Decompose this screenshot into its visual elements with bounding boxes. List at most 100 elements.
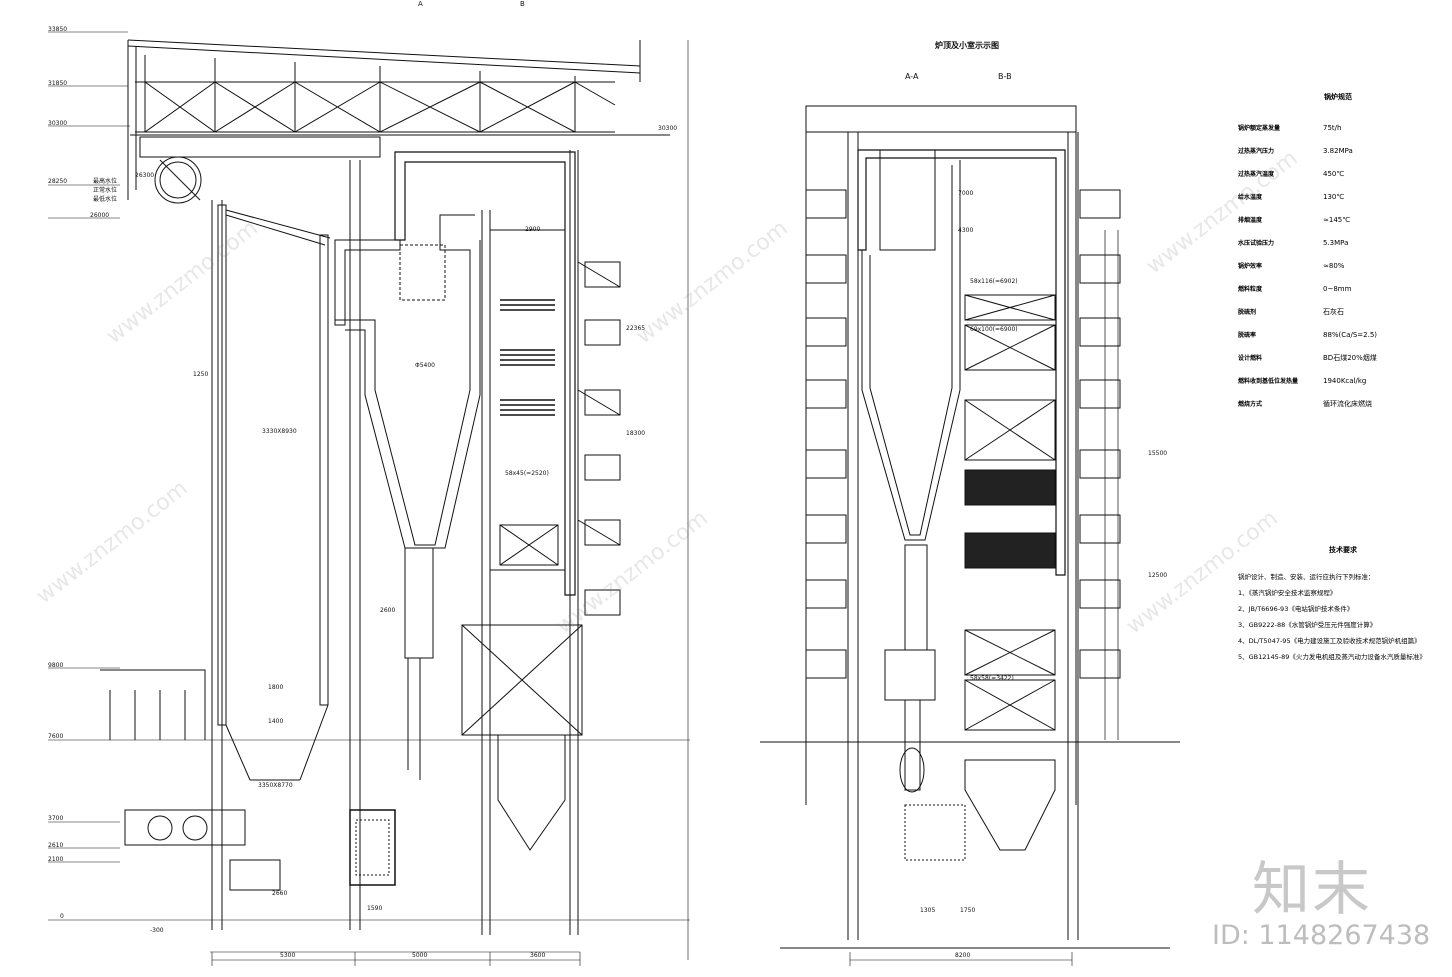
backpass-right [904,294,1056,861]
right-section-view [760,105,1180,949]
dim-label: 2900 [525,226,541,233]
tech-title: 技术要求 [1329,546,1357,554]
spec-name: 锅炉效率 [1238,263,1263,270]
elevation-label: 26000 [90,212,110,219]
spec-name: 水压试验压力 [1238,240,1275,247]
spec-row: 锅炉效率≈80% [1238,254,1438,277]
section-aa-label: A-A [905,72,919,81]
bottom-dim: 3600 [530,952,546,959]
water-level-label: 正常水位 [93,187,118,194]
tech-item: 1、《蒸汽锅炉安全技术监察规程》 [1238,589,1337,597]
spec-name: 燃烧方式 [1238,401,1263,408]
bottom-dim: 5000 [412,952,428,959]
spec-value: ≈145℃ [1323,215,1351,224]
steam-drum [139,136,381,204]
spec-value: 88%(Ca/S=2.5) [1323,330,1377,339]
spec-name: 给水温度 [1238,194,1263,201]
elevation-label: 12500 [1148,572,1168,579]
elevation-label: 2100 [48,856,64,863]
spec-value: 石灰石 [1323,307,1344,316]
elevation-label: 7600 [48,733,64,740]
bottom-dimension-lines [211,952,1073,966]
spec-table-title: 锅炉规范 [1324,93,1352,101]
back-pass [461,150,583,935]
tech-intro: 锅炉设计、制造、安装、运行应执行下列标准： [1238,573,1375,581]
pipe-label: 58x45(=2520) [505,470,549,477]
spec-value: 75t/h [1323,123,1342,132]
spec-row: 水压试验压力 5.3MPa [1238,231,1438,254]
spec-value: 3.82MPa [1323,146,1353,155]
tech-item: 2、JB/T6696-93《电站锅炉技术条件》 [1238,605,1354,613]
elevation-label: 18300 [626,430,646,437]
elevation-lines-left [48,31,690,960]
cyclone-separator [334,151,576,780]
brand-watermark: 知末 [1252,855,1373,923]
spec-name: 锅炉额定蒸发量 [1238,125,1281,132]
spec-name: 燃料粒度 [1238,286,1263,293]
spec-row: 脱硫率 88%(Ca/S=2.5) [1238,323,1438,346]
marker-b: B [520,0,525,8]
spec-name: 设计燃料 [1238,355,1263,362]
spec-name: 排烟温度 [1238,217,1263,224]
spec-row: 脱硫剂 石灰石 [1238,300,1438,323]
section-bb-label: B-B [998,72,1012,81]
spec-value: 0~8mm [1323,284,1352,293]
elevation-label: 30300 [48,120,68,127]
spec-row: 过热蒸汽温度 450℃ [1238,162,1438,185]
drawing-title: 炉顶及小室示示图 [935,41,999,50]
dim-label: 1800 [268,684,284,691]
platforms-left-view [577,261,621,616]
tech-item: 5、GB12145-89《火力发电机组及蒸汽动力设备水汽质量标准》 [1238,653,1426,661]
spec-value: 循环流化床燃烧 [1323,399,1372,408]
dim-label: 2600 [380,607,396,614]
spec-value: 450℃ [1323,169,1345,178]
tech-requirements: 技术要求 锅炉设计、制造、安装、运行应执行下列标准： 1、《蒸汽锅炉安全技术监察… [1238,545,1448,667]
spec-name: 脱硫剂 [1238,309,1257,316]
spec-row: 锅炉额定蒸发量 75t/h [1238,116,1438,139]
tech-item: 4、DL/T5047-95《电力建设施工及验收技术规范锅炉机组篇》 [1238,637,1421,645]
spec-name: 过热蒸汽温度 [1238,171,1275,178]
marker-a: A [418,0,423,8]
bottom-dim: 5300 [280,952,296,959]
elevation-label: -300 [150,927,164,934]
elevation-label: 9800 [48,662,64,669]
bottom-dim: 8200 [955,952,971,959]
elevation-label: 3700 [48,815,64,822]
pipe-label: 58x58(=3422) [970,675,1014,682]
spec-value: 5.3MPa [1323,238,1349,247]
elevation-label: 33850 [48,26,68,33]
spec-value: BD石煤20%烟煤 [1323,353,1377,362]
dim-label: 2660 [272,890,288,897]
cyclone-right [857,149,1066,793]
water-level-label: 最低水位 [93,196,118,203]
pipe-label: 69x100(=6900) [970,326,1018,333]
spec-name: 燃料收到基低位发热量 [1238,378,1299,385]
elevation-label: 22365 [626,325,646,332]
spec-row: 过热蒸汽压力 3.82MPa [1238,139,1438,162]
lower-equipment [100,669,396,891]
dim-label: 7000 [958,190,974,197]
elevation-label: 26300 [135,172,155,179]
spec-name: 脱硫率 [1238,332,1257,339]
tech-item: 3、GB9222-88《水管锅炉受压元件强度计算》 [1238,621,1377,629]
boiler-spec-table: 锅炉规范 锅炉额定蒸发量 75t/h 过热蒸汽压力 3.82MPa 过热蒸汽温度 450℃… [1238,92,1438,415]
cyclone-dia-label: Φ5400 [415,362,435,369]
dim-label: 1305 [920,907,936,914]
elevation-label: 30300 [658,125,678,132]
dim-label: 1400 [268,718,284,725]
dim-label: 1250 [193,371,209,378]
dim-label: 1750 [960,907,976,914]
id-watermark: ID: 1148267438 [1212,920,1431,951]
platforms-right-view [805,189,1121,740]
spec-row: 排烟温度 ≈145℃ [1238,208,1438,231]
spec-row: 设计燃料 BD石煤20%烟煤 [1238,346,1438,369]
dim-label: 4300 [958,227,974,234]
dim-label: 1590 [367,905,383,912]
elevation-label: 28250 [48,178,68,185]
spec-name: 过热蒸汽压力 [1238,148,1275,155]
elevation-label: 31850 [48,80,68,87]
elevation-label: 2610 [48,842,64,849]
